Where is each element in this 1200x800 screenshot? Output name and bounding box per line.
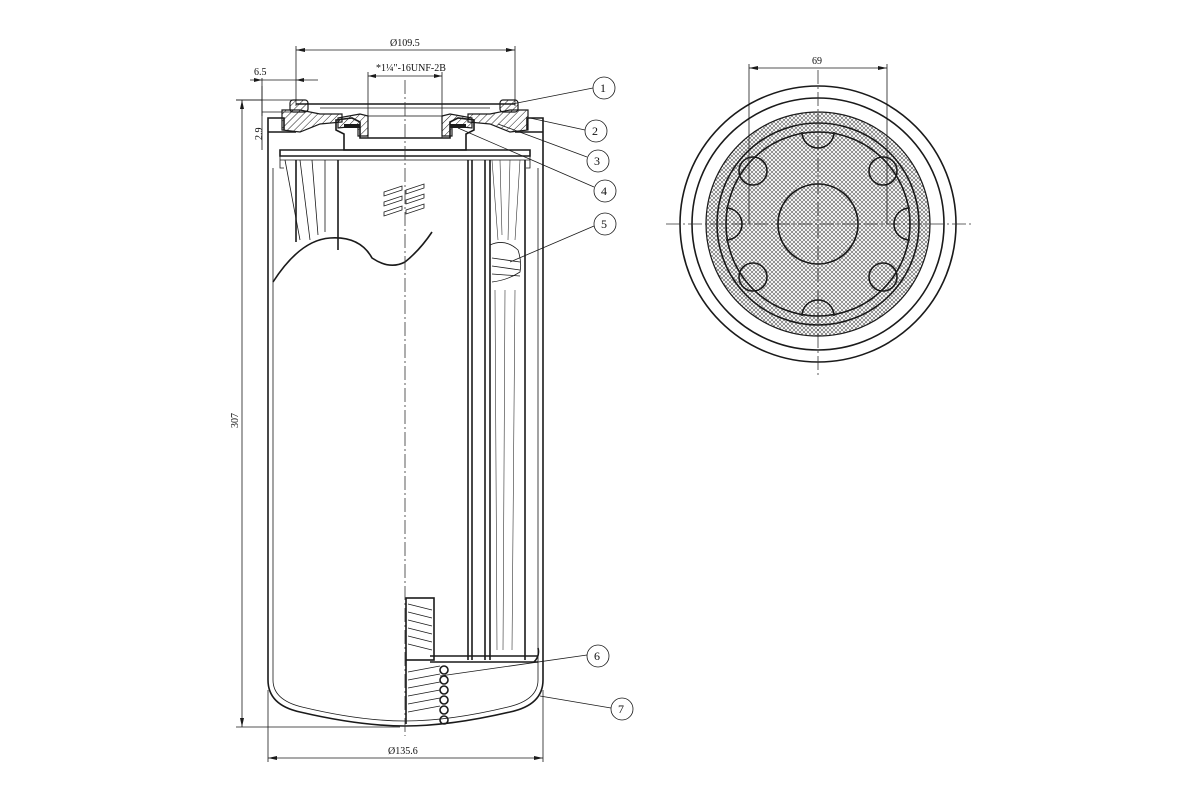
callout-4: 4 xyxy=(457,127,617,203)
callout-6: 6 xyxy=(439,644,610,677)
pleated-media-left xyxy=(284,159,339,250)
dimension-overall-length: 307 xyxy=(230,99,400,728)
svg-text:2: 2 xyxy=(592,124,598,138)
element-tab-right xyxy=(526,156,531,169)
callout-1: 1 xyxy=(511,76,616,105)
cutaway-edge xyxy=(272,231,433,283)
body-diameter-label: Ø135.6 xyxy=(388,746,418,757)
flange-offset-label: 6.5 xyxy=(254,67,267,78)
end-view xyxy=(666,70,972,376)
dimension-body-diameter: Ø135.6 xyxy=(267,690,544,762)
callout-5: 5 xyxy=(509,212,617,263)
seam-right xyxy=(526,117,544,132)
svg-text:6: 6 xyxy=(594,649,600,663)
inlet-holes xyxy=(725,131,911,317)
thread-label: 1¼"-16UNF-2B xyxy=(381,63,446,74)
bottom-endcap xyxy=(430,647,540,663)
svg-text:1: 1 xyxy=(600,81,606,95)
svg-text:5: 5 xyxy=(601,217,607,231)
svg-text:7: 7 xyxy=(618,702,624,716)
bypass-spring xyxy=(405,597,449,725)
svg-text:3: 3 xyxy=(594,154,600,168)
gasket-height-label: 2.9 xyxy=(254,128,265,141)
dimension-end-view: 69 xyxy=(748,56,888,224)
baseplate-section-right xyxy=(467,109,529,133)
end-view-diameter-label: 69 xyxy=(812,56,822,67)
top-diameter-label: Ø109.5 xyxy=(390,38,420,49)
anti-drain-valve xyxy=(489,242,522,283)
gasket-left xyxy=(289,99,309,113)
baseplate-section-left xyxy=(281,109,343,133)
side-section-view xyxy=(267,80,544,736)
callout-7: 7 xyxy=(539,695,634,721)
element-tab-left xyxy=(279,156,284,169)
brand-mark xyxy=(383,183,425,217)
pleated-media-right xyxy=(491,159,521,651)
gasket-right xyxy=(499,99,519,113)
callout-2: 2 xyxy=(529,117,608,143)
svg-text:*1¼"-16UNF-2B: *1¼"-16UNF-2B xyxy=(376,63,446,74)
dimension-thread: *1¼"-16UNF-2B xyxy=(367,63,446,116)
thread-prefix: * xyxy=(376,63,381,74)
dimension-top-diameter: Ø109.5 xyxy=(295,38,516,106)
svg-text:4: 4 xyxy=(601,184,607,198)
overall-length-label: 307 xyxy=(230,413,241,428)
seam-left xyxy=(267,117,285,132)
callout-3: 3 xyxy=(497,123,610,173)
